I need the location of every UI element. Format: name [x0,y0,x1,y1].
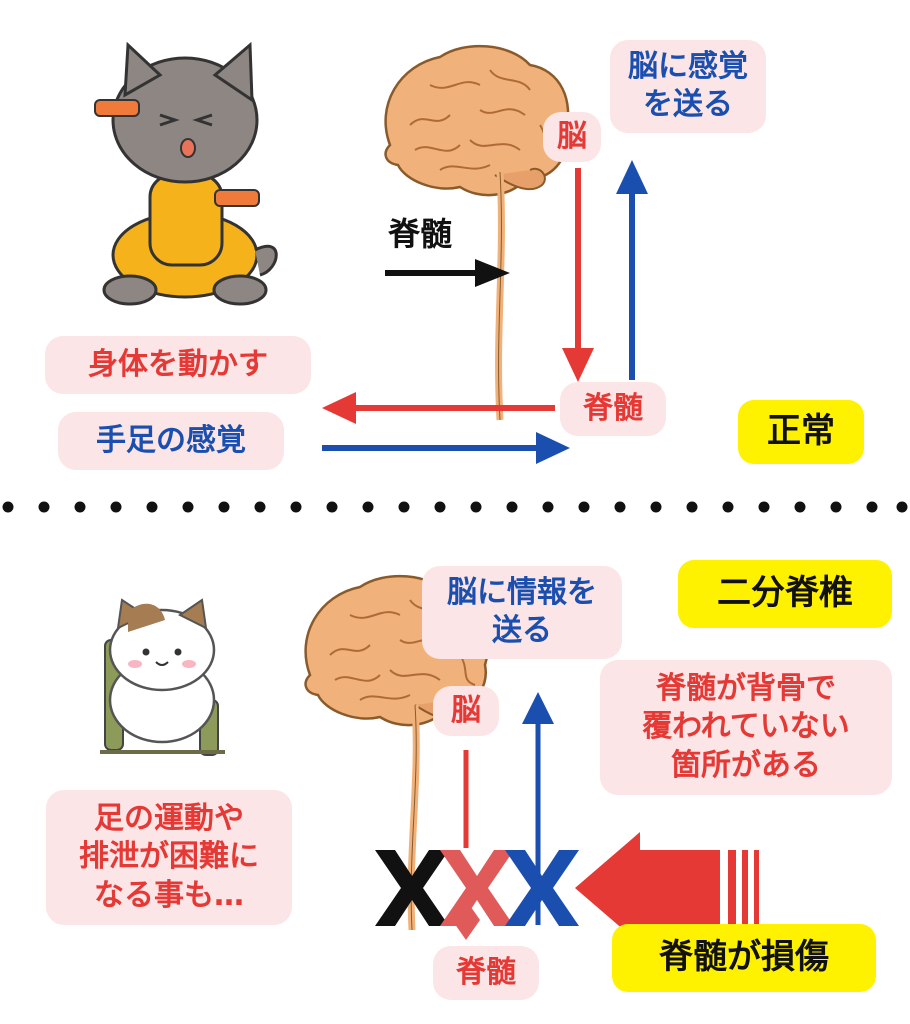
limb-sensation-label: 手足の感覚 [58,412,284,471]
spinal-cord-label-top: 脊髄 [560,382,666,437]
badge-spinal-damage: 脊髄が損傷 [612,924,876,992]
cat-in-wheelchair-icon [100,598,225,756]
dotted-divider [2,501,908,513]
arrow-icon [322,160,648,464]
cat-lifting-dumbbells-icon [94,41,278,306]
brain-label-bottom: 脳 [433,686,499,737]
brain-label-top: 脳 [543,112,601,163]
send-sensation-label: 脳に感覚 を送る [610,40,766,133]
uncovered-spine-label: 脊髄が背骨で 覆われていない 箇所がある [600,660,892,796]
move-body-label: 身体を動かす [45,336,311,395]
effects-label: 足の運動や 排泄が困難に なる事も… [46,790,292,926]
brain-spinal-cord-icon [384,44,570,421]
send-info-label: 脳に情報を 送る [422,566,622,659]
spinal-cord-label-bottom: 脊髄 [433,946,539,1001]
cross-mark-icon [375,850,579,940]
spinal-cord-pointer-label: 脊髄 [388,215,453,253]
badge-spina-bifida: 二分脊椎 [678,560,892,628]
badge-normal: 正常 [738,400,864,464]
